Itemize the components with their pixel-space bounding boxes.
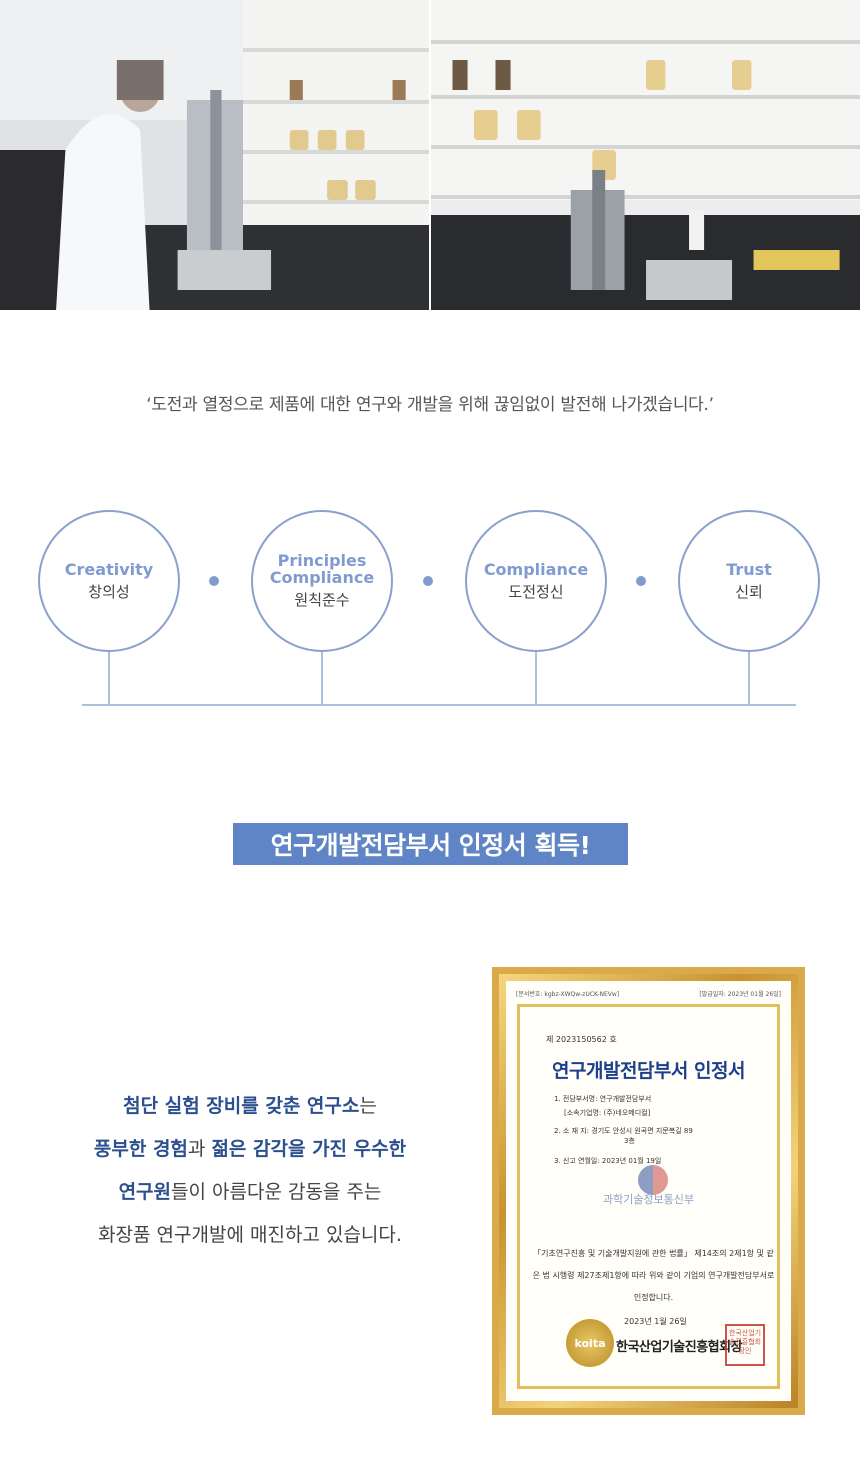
cert-field: [소속기업명: (주)네오메디컬] — [564, 1109, 651, 1117]
desc-text: 들이 아름다운 감동을 주는 — [171, 1181, 382, 1203]
hero-photos — [0, 0, 860, 310]
separator-dot — [636, 576, 646, 586]
cert-field: 3. 신고 연월일: 2023년 01월 19일 — [554, 1157, 662, 1165]
desc-text: 과 — [187, 1138, 212, 1160]
cert-field: 2. 소 재 지: 경기도 안성시 원곡면 지문복길 89 — [554, 1127, 693, 1135]
value-en: Compliance — [483, 559, 589, 579]
certificate-banner: 연구개발전담부서 인정서 획득! — [233, 823, 628, 865]
desc-highlight: 첨단 실험 장비를 갖춘 연구소 — [123, 1095, 360, 1117]
value-ko: 창의성 — [88, 582, 130, 601]
value-en: Principles Compliance — [269, 551, 375, 587]
separator-dot — [209, 576, 219, 586]
lab-photo-left — [0, 0, 429, 310]
separator-dot — [423, 576, 433, 586]
certificate-border — [517, 1004, 780, 1389]
certificate: [문서번호: kgbz-XWQw-zUCK-NEVw] [발급일자: 2023년… — [506, 981, 791, 1401]
desc-text: 화장품 연구개발에 매진하고 있습니다. — [98, 1224, 402, 1246]
value-trust: Trust 신뢰 — [678, 510, 820, 652]
cert-field: 3층 — [624, 1137, 635, 1145]
timeline-baseline — [82, 704, 796, 706]
cert-field: 1. 전담부서명: 연구개발전담부서 — [554, 1095, 652, 1103]
mission-quote: ‘도전과 열정으로 제품에 대한 연구와 개발을 위해 끊임없이 발전해 나가겠… — [146, 395, 714, 415]
value-creativity: Creativity 창의성 — [38, 510, 180, 652]
lab-photo-right — [431, 0, 860, 310]
value-ko: 도전정신 — [508, 582, 564, 601]
certificate-date: 2023년 1월 26일 — [624, 1317, 687, 1326]
lab-description: 첨단 실험 장비를 갖춘 연구소는 풍부한 경험과 젊은 감각을 가진 우수한 … — [40, 1085, 460, 1257]
value-ko: 원칙준수 — [294, 591, 350, 609]
ministry-emblem-icon — [638, 1165, 668, 1195]
desc-text: 는 — [359, 1095, 377, 1117]
certificate-number: 제 2023150562 호 — [546, 1035, 617, 1044]
core-values: Creativity 창의성 Principles Compliance 원칙준… — [0, 510, 860, 730]
value-compliance: Compliance 도전정신 — [465, 510, 607, 652]
desc-highlight: 풍부한 경험 — [93, 1138, 188, 1160]
issuer-name: 한국산업기술진흥협회장 — [616, 1340, 743, 1355]
connector-line — [748, 652, 750, 704]
connector-line — [108, 652, 110, 704]
certificate-body: 「기초연구진흥 및 기술개발지원에 관한 법률」 제14조의 2제1항 및 같은… — [532, 1249, 775, 1302]
doc-number: [문서번호: kgbz-XWQw-zUCK-NEVw] — [516, 991, 620, 998]
desc-highlight: 연구원 — [118, 1181, 172, 1203]
certificate-title: 연구개발전담부서 인정서 — [552, 1060, 745, 1082]
connector-line — [321, 652, 323, 704]
connector-line — [535, 652, 537, 704]
issue-date: [발급일자: 2023년 01월 26일] — [699, 991, 781, 998]
certificate-frame: [문서번호: kgbz-XWQw-zUCK-NEVw] [발급일자: 2023년… — [492, 967, 805, 1415]
ministry-name: 과학기술정보통신부 — [602, 1193, 695, 1206]
value-ko: 신뢰 — [735, 582, 763, 601]
desc-highlight: 젊은 감각을 가진 우수한 — [211, 1138, 407, 1160]
red-stamp-icon: 한국산업기술진흥협회장인 — [725, 1324, 765, 1366]
value-principles-compliance: Principles Compliance 원칙준수 — [251, 510, 393, 652]
value-en: Trust — [726, 559, 772, 579]
koita-seal-icon: koita — [566, 1319, 614, 1367]
value-en: Creativity — [64, 559, 154, 579]
